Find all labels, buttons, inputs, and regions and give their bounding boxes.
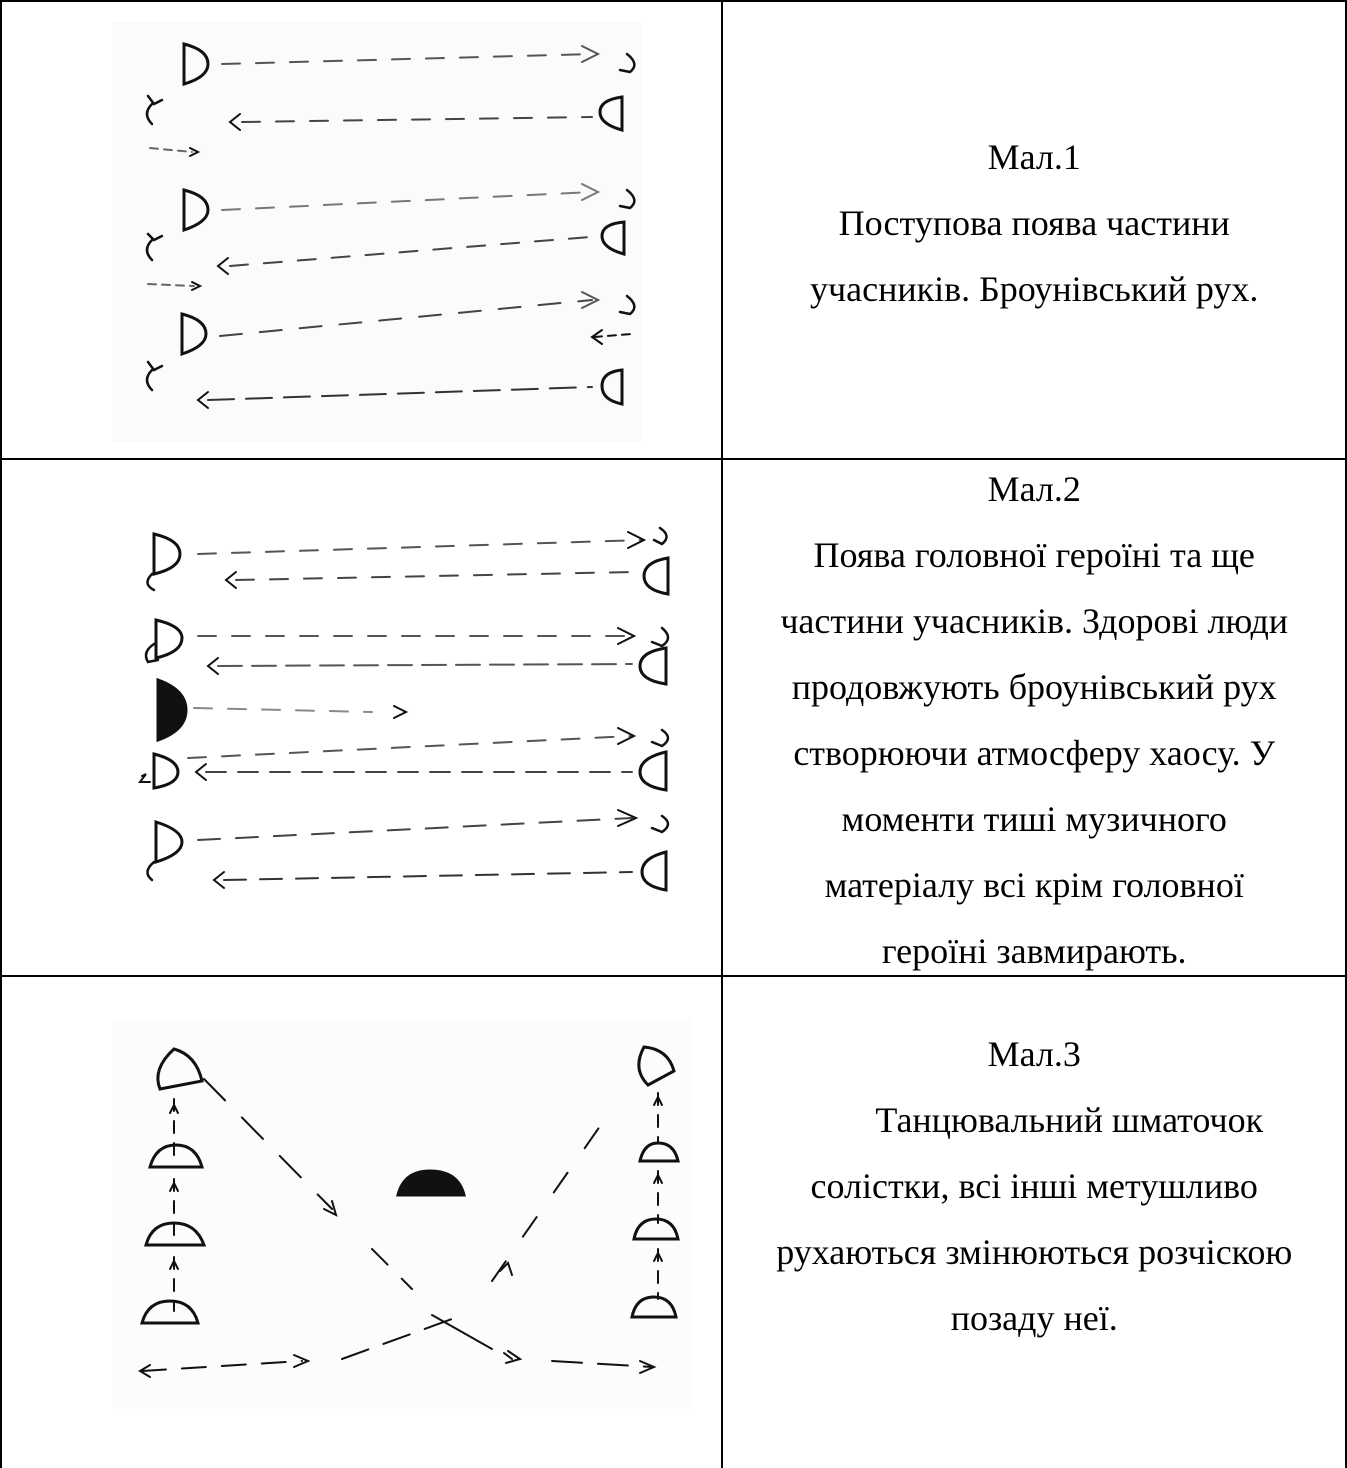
caption-line: продовжують броунівський рух: [791, 667, 1277, 708]
table-row: Мал.2 Поява головної героїні та ще части…: [0, 458, 1347, 977]
dance-scheme-drawing-1: [112, 22, 642, 442]
figure-title: Мал.1: [987, 137, 1081, 177]
figure-cell-3: [0, 974, 724, 1468]
caption-text-3: Мал.3 Танцювальний шматочок солістки, вс…: [723, 1021, 1345, 1351]
table-row: Мал.1 Поступова поява частини учасників.…: [0, 0, 1347, 461]
caption-line: Поступова поява частини: [838, 203, 1230, 243]
caption-line: Танцювальний шматочок: [875, 1099, 1264, 1140]
dance-scheme-drawing-3: [112, 1018, 692, 1409]
caption-line: позаду неї.: [950, 1297, 1118, 1338]
table-row: Мал.3 Танцювальний шматочок солістки, вс…: [0, 974, 1347, 1468]
figure-title: Мал.2: [987, 469, 1081, 510]
caption-cell-2: Мал.2 Поява головної героїні та ще части…: [721, 458, 1347, 977]
caption-line: матеріалу всі крім головної: [824, 865, 1244, 906]
caption-cell-3: Мал.3 Танцювальний шматочок солістки, вс…: [721, 974, 1347, 1468]
caption-line: рухаються змінюються розчіскою: [776, 1231, 1293, 1272]
caption-line: моменти тиші музичного: [841, 799, 1227, 840]
caption-line: частини учасників. Здорові люди: [780, 601, 1289, 642]
caption-line: героїні завмирають.: [881, 931, 1187, 972]
caption-line: солістки, всі інші метушливо: [810, 1165, 1258, 1206]
caption-line: створюючи атмосферу хаосу. У: [793, 733, 1276, 774]
figure-title: Мал.3: [987, 1033, 1081, 1074]
caption-line: Поява головної героїні та ще: [813, 535, 1255, 576]
caption-text-1: Мал.1 Поступова поява частини учасників.…: [723, 124, 1345, 322]
caption-text-2: Мал.2 Поява головної героїні та ще части…: [723, 456, 1345, 984]
figure-cell-2: [0, 458, 724, 977]
caption-line: учасників. Броунівський рух.: [810, 269, 1259, 309]
dance-scheme-drawing-2: [138, 527, 670, 893]
figure-cell-1: [0, 0, 724, 461]
caption-cell-1: Мал.1 Поступова поява частини учасників.…: [721, 0, 1347, 461]
